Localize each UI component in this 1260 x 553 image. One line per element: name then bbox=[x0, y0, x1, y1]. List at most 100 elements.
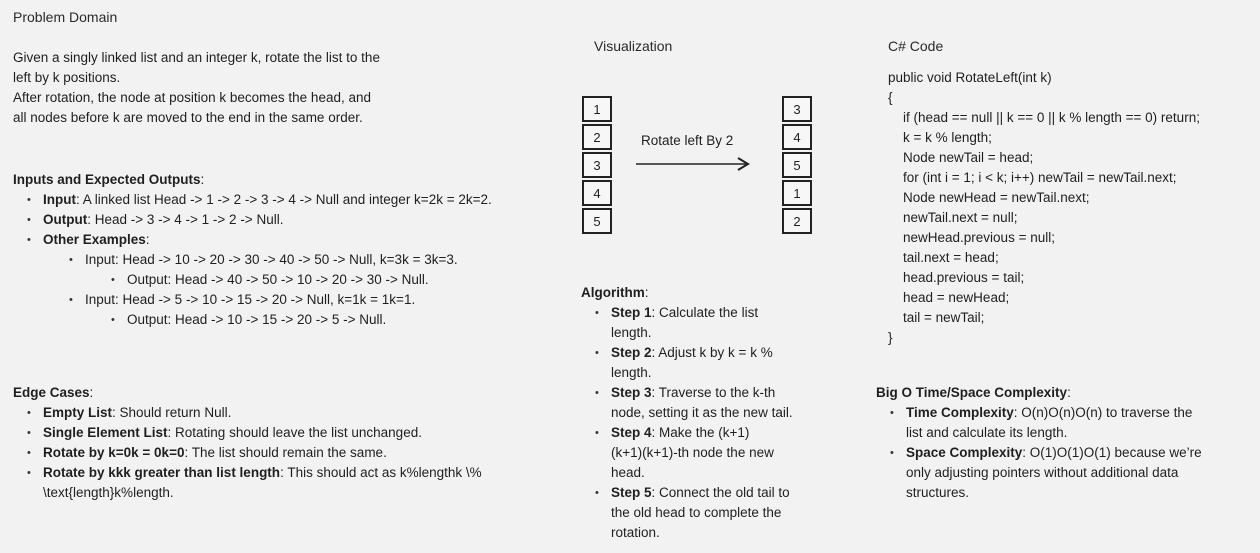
edge-item-text: : The list should remain the same. bbox=[184, 445, 387, 460]
algorithm-step: Step 4: Make the (k+1) (k+1)(k+1)-th nod… bbox=[595, 423, 821, 483]
edge-heading-text: Edge Cases bbox=[13, 385, 90, 400]
step-text: : Make the (k+1) bbox=[651, 425, 750, 440]
step-label: Step 4 bbox=[611, 425, 652, 440]
before-list: 1 2 3 4 5 bbox=[582, 96, 612, 236]
algorithm-step: Step 2: Adjust k by k = k % length. bbox=[595, 343, 821, 383]
io-output-item: Output: Head -> 3 -> 4 -> 1 -> 2 -> Null… bbox=[27, 210, 492, 230]
edge-heading-colon: : bbox=[89, 385, 94, 400]
complexity-heading-text: Big O Time/Space Complexity bbox=[876, 385, 1068, 400]
complexity-heading: Big O Time/Space Complexity: bbox=[876, 383, 1176, 403]
algorithm-step: Step 1: Calculate the list length. bbox=[595, 303, 821, 343]
example-output-list: Output: Head -> 10 -> 15 -> 20 -> 5 -> N… bbox=[111, 310, 492, 330]
complexity-list: Time Complexity: O(n)O(n)O(n) to travers… bbox=[890, 403, 1202, 503]
list-node: 5 bbox=[582, 208, 612, 234]
algorithm-step: Step 3: Traverse to the k-th node, setti… bbox=[595, 383, 821, 423]
code-line: head = newHead; bbox=[903, 290, 1010, 305]
io-input-item: Input: A linked list Head -> 1 -> 2 -> 3… bbox=[27, 190, 492, 210]
list-node: 5 bbox=[782, 152, 812, 178]
examples-list: Input: Head -> 10 -> 20 -> 30 -> 40 -> 5… bbox=[69, 250, 492, 330]
step-text: : Calculate the list bbox=[651, 305, 759, 320]
example-input: Input: Head -> 10 -> 20 -> 30 -> 40 -> 5… bbox=[69, 250, 492, 290]
code-line: if (head == null || k == 0 || k % length… bbox=[903, 110, 1200, 125]
code-block: public void RotateLeft(int k) { if (head… bbox=[888, 68, 1200, 348]
step-text: node, setting it as the new tail. bbox=[611, 405, 793, 420]
space-complexity-label: Space Complexity bbox=[906, 445, 1023, 460]
space-complexity-text: only adjusting pointers without addition… bbox=[906, 465, 1179, 480]
list-node: 4 bbox=[582, 180, 612, 206]
visualization-title: Visualization bbox=[594, 38, 673, 54]
after-list: 3 4 5 1 2 bbox=[782, 96, 812, 236]
example-input-text: Input: Head -> 10 -> 20 -> 30 -> 40 -> 5… bbox=[85, 252, 458, 267]
edge-item-label: Empty List bbox=[43, 405, 113, 420]
algorithm-step: Step 5: Connect the old tail to the old … bbox=[595, 483, 821, 543]
list-node: 2 bbox=[782, 208, 812, 234]
step-text: head. bbox=[611, 465, 645, 480]
code-line: head.previous = tail; bbox=[903, 270, 1025, 285]
io-output-text: : Head -> 3 -> 4 -> 1 -> 2 -> Null. bbox=[87, 212, 284, 227]
time-complexity-text: list and calculate its length. bbox=[906, 425, 1068, 440]
step-label: Step 5 bbox=[611, 485, 652, 500]
page-title: Problem Domain bbox=[13, 9, 118, 25]
algorithm-heading: Algorithm: bbox=[581, 283, 821, 303]
edge-item-continuation: \text{length}k%length. bbox=[43, 485, 174, 500]
step-text: : Traverse to the k-th bbox=[651, 385, 776, 400]
list-node: 3 bbox=[782, 96, 812, 122]
description-line: After rotation, the node at position k b… bbox=[13, 90, 371, 105]
io-heading-text: Inputs and Expected Outputs bbox=[13, 172, 201, 187]
complexity-heading-colon: : bbox=[1067, 385, 1071, 400]
code-line: Node newHead = newTail.next; bbox=[903, 190, 1090, 205]
step-text: rotation. bbox=[611, 525, 660, 540]
edge-item: Single Element List: Rotating should lea… bbox=[27, 423, 482, 443]
io-output-label: Output bbox=[43, 212, 88, 227]
time-complexity-text: : O(n)O(n)O(n) to traverse the bbox=[1013, 405, 1193, 420]
code-line: { bbox=[888, 90, 893, 105]
step-text: length. bbox=[611, 365, 652, 380]
algorithm-steps: Step 1: Calculate the list length. Step … bbox=[595, 303, 821, 543]
edge-item: Rotate by k=0k = 0k=0: The list should r… bbox=[27, 443, 482, 463]
edge-item-text: : Should return Null. bbox=[112, 405, 232, 420]
edge-list: Empty List: Should return Null. Single E… bbox=[27, 403, 482, 503]
list-node: 1 bbox=[582, 96, 612, 122]
description-line: all nodes before k are moved to the end … bbox=[13, 110, 363, 125]
edge-item-label: Single Element List bbox=[43, 425, 168, 440]
time-complexity-item: Time Complexity: O(n)O(n)O(n) to travers… bbox=[890, 403, 1192, 443]
list-node: 3 bbox=[582, 152, 612, 178]
io-heading: Inputs and Expected Outputs: bbox=[13, 170, 492, 190]
algorithm-section: Algorithm: Step 1: Calculate the list le… bbox=[581, 283, 821, 543]
step-label: Step 3 bbox=[611, 385, 652, 400]
example-output-list: Output: Head -> 40 -> 50 -> 10 -> 20 -> … bbox=[111, 270, 492, 290]
code-line: tail = newTail; bbox=[903, 310, 985, 325]
example-output: Output: Head -> 10 -> 15 -> 20 -> 5 -> N… bbox=[111, 310, 492, 330]
step-label: Step 1 bbox=[611, 305, 652, 320]
io-list: Input: A linked list Head -> 1 -> 2 -> 3… bbox=[27, 190, 492, 330]
example-input: Input: Head -> 5 -> 10 -> 15 -> 20 -> Nu… bbox=[69, 290, 492, 330]
io-other-colon: : bbox=[145, 232, 150, 247]
description-line: left by k positions. bbox=[13, 70, 121, 85]
step-text: (k+1)(k+1)-th node the new bbox=[611, 445, 774, 460]
io-heading-colon: : bbox=[200, 172, 205, 187]
step-text: : Adjust k by k = k % bbox=[651, 345, 773, 360]
code-title: C# Code bbox=[888, 38, 944, 54]
edge-item: Rotate by kkk greater than list length: … bbox=[27, 463, 482, 503]
edge-heading: Edge Cases: bbox=[13, 383, 482, 403]
code-line: tail.next = head; bbox=[903, 250, 999, 265]
step-label: Step 2 bbox=[611, 345, 652, 360]
step-text: length. bbox=[611, 325, 652, 340]
description-line: Given a singly linked list and an intege… bbox=[13, 50, 380, 65]
io-section: Inputs and Expected Outputs: Input: A li… bbox=[13, 170, 492, 330]
right-arrow-icon bbox=[636, 157, 750, 171]
space-complexity-text: structures. bbox=[906, 485, 970, 500]
code-line: } bbox=[888, 330, 893, 345]
step-text: : Connect the old tail to bbox=[651, 485, 790, 500]
io-input-label: Input bbox=[43, 192, 76, 207]
code-line: Node newTail = head; bbox=[903, 150, 1034, 165]
list-node: 2 bbox=[582, 124, 612, 150]
list-node: 4 bbox=[782, 124, 812, 150]
space-complexity-text: : O(1)O(1)O(1) because we’re bbox=[1022, 445, 1202, 460]
edge-item-text: : This should act as k%lengthk \% bbox=[280, 465, 482, 480]
edge-item-label: Rotate by k=0k = 0k=0 bbox=[43, 445, 185, 460]
step-text: the old head to complete the bbox=[611, 505, 782, 520]
io-input-text: : A linked list Head -> 1 -> 2 -> 3 -> 4… bbox=[76, 192, 492, 207]
complexity-section: Big O Time/Space Complexity: Time Comple… bbox=[876, 383, 1202, 503]
time-complexity-label: Time Complexity bbox=[906, 405, 1014, 420]
